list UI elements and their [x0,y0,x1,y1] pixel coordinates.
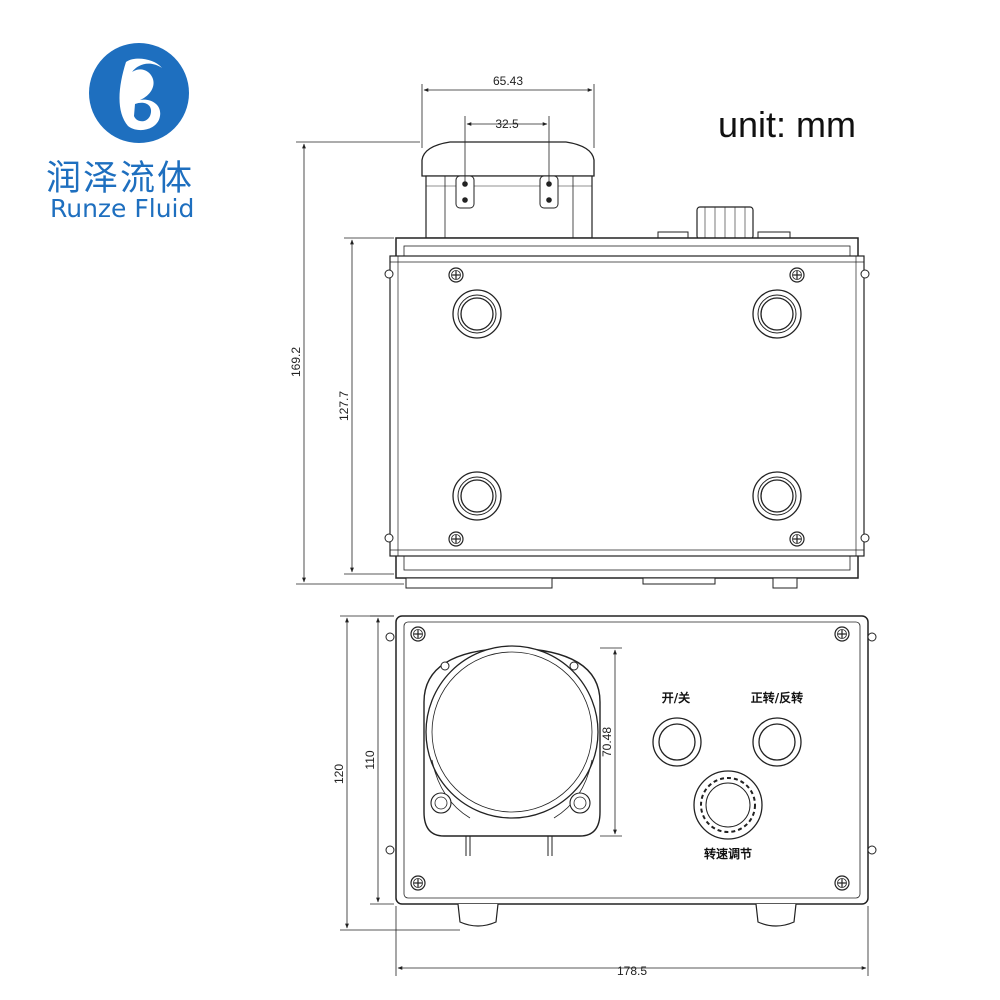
brand-name-cn: 润泽流体 [46,159,195,199]
top-view-dimensions [296,84,595,585]
dim-total-height-top: 169.2 [289,347,303,377]
front-view [385,615,877,927]
pump-head-front [423,645,601,856]
direction-switch-label: 正转/反转 [751,690,803,705]
power-switch-label: 开/关 [662,690,690,705]
dim-total-height-front: 120 [332,764,346,784]
runze-logo-icon [89,43,189,143]
direction-switch-icon [752,717,802,767]
top-view [384,141,870,589]
pump-head-top [421,141,595,177]
dim-width: 178.5 [617,964,647,978]
power-switch-icon [652,717,702,767]
speed-knob-icon [693,770,763,840]
tube-fitting-right-icon [539,175,559,209]
unit-label: unit: mm [718,104,857,145]
pump-head-body [425,175,593,239]
foot-right [755,903,797,927]
dim-body-height: 127.7 [337,391,351,421]
foot-left [457,903,499,927]
brand-name-en: Runze Fluid [50,194,195,223]
dim-inner-width: 32.5 [495,117,519,131]
dim-inner-height: 110 [363,750,377,769]
front-view-dimensions [340,615,869,976]
dim-top-width: 65.43 [493,74,523,88]
speed-knob-label: 转速调节 [704,846,752,861]
dim-pump-head: 70.48 [600,727,614,757]
